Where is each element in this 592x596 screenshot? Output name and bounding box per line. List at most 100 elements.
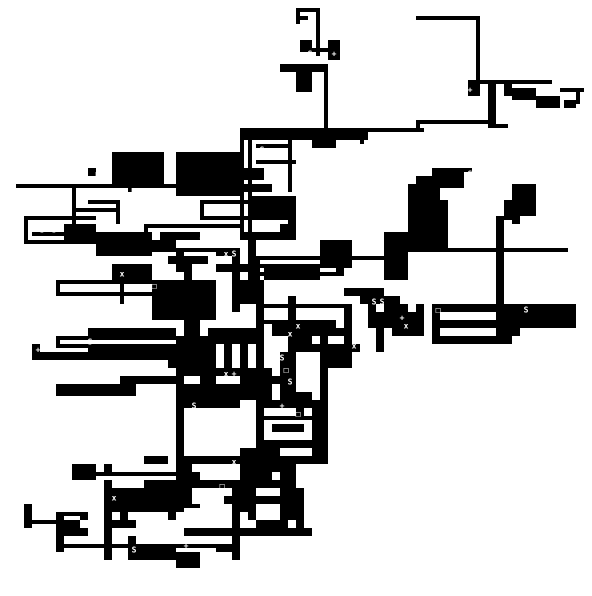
wall-segment [144,480,240,488]
wall-segment [184,384,200,400]
wall-segment [184,528,232,536]
map-marker-spawn: S [372,298,377,307]
wall-segment [360,296,400,304]
wall-segment [200,200,204,220]
wall-segment [104,280,152,284]
wall-segment [280,352,288,376]
wall-segment [176,464,184,480]
map-marker-spawn: S [308,50,313,59]
wall-segment [264,304,344,308]
wall-segment [256,384,264,464]
wall-segment [296,320,328,328]
wall-segment [56,392,136,396]
wall-segment [24,240,96,244]
wall-segment [496,216,504,336]
wall-segment [240,480,288,488]
wall-segment [176,376,184,464]
wall-segment [32,232,80,236]
wall-segment [232,480,240,544]
wall-segment [416,304,424,336]
wall-segment [72,472,184,476]
wall-segment [256,440,320,448]
wall-segment [24,216,96,220]
wall-segment [56,280,60,296]
map-marker-cross: x [296,322,301,331]
wall-segment [416,120,420,132]
wall-segment [280,224,292,236]
map-marker-box: □ [152,282,157,291]
wall-segment [88,384,136,392]
wall-segment [576,88,580,104]
wall-segment [232,256,240,312]
wall-segment [476,16,480,96]
wall-segment [300,16,308,20]
wall-segment [296,400,304,416]
map-marker-spawn: S [508,130,513,139]
wall-segment [296,8,320,12]
wall-layer [16,8,584,568]
wall-segment [224,168,264,180]
map-marker-spawn: S [232,250,237,259]
wall-segment [400,240,408,248]
wall-segment [128,536,136,560]
wall-segment [256,256,320,260]
wall-segment [160,504,200,508]
map-marker-spawn: S [524,306,529,315]
wall-segment [208,328,256,344]
wall-segment [312,400,320,464]
wall-segment [168,512,176,520]
wall-segment [512,184,520,224]
wall-segment [248,264,352,268]
wall-segment [224,344,232,376]
wall-segment [24,504,32,528]
wall-segment [264,448,280,472]
wall-segment [144,224,148,248]
wall-segment [240,232,296,240]
wall-segment [320,400,328,464]
wall-segment [316,8,320,56]
wall-segment [24,520,64,524]
wall-segment [120,376,176,384]
wall-segment [112,152,164,188]
wall-segment [256,144,288,148]
map-marker-spawn: S [132,546,137,555]
wall-segment [432,304,440,336]
wall-segment [40,352,184,360]
map-marker-plus: + [36,346,41,355]
wall-segment [432,336,512,344]
wall-segment [120,496,128,528]
map-marker-spawn: S [280,354,285,363]
map-marker-spawn: S [300,194,305,203]
map-marker-plus: + [332,50,337,59]
wall-segment [288,296,296,400]
wall-segment [296,72,312,92]
wall-segment [232,528,312,536]
map-marker-box: □ [284,366,289,375]
wall-segment [384,232,408,280]
wall-segment [560,88,584,92]
wall-segment [116,200,120,224]
wall-segment [296,8,300,24]
map-marker-cross: x [224,250,229,259]
map-marker-cross: x [224,370,229,379]
map-marker-cross: x [404,322,409,331]
wall-segment [320,320,328,344]
wall-segment [468,80,476,96]
map-marker-spawn: S [88,338,93,347]
wall-segment [564,100,576,108]
wall-segment [312,136,336,148]
wall-segment [304,48,340,52]
map-marker-spawn: S [248,354,253,363]
wall-segment [476,80,552,84]
wall-segment [128,504,184,512]
map-marker-spawn: S [380,298,385,307]
map-marker-box: □ [436,306,441,315]
wall-segment [400,304,408,328]
wall-segment [184,472,200,480]
map-marker-plus: + [200,234,205,243]
wall-segment [376,320,384,352]
map-marker-spawn: S [192,402,197,411]
map-marker-spawn: S [52,290,57,299]
wall-segment [324,68,328,128]
